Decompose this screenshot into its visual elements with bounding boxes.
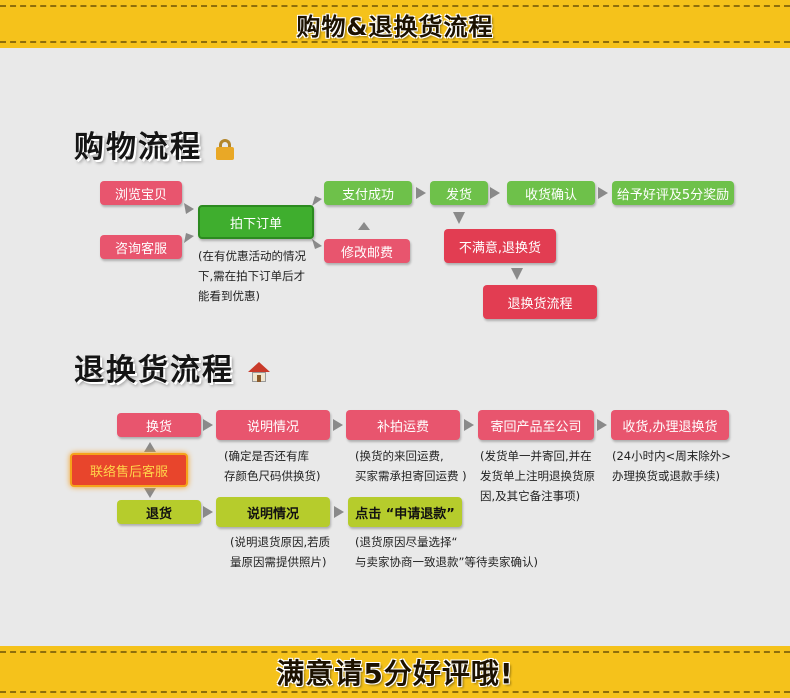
house-icon [248, 362, 271, 382]
place-order-note-line: 下,需在拍下订单后才 [198, 269, 306, 283]
explain-exchange-note: (确定是否还有库 存颜色尺码供换货) [224, 446, 321, 486]
place-order-note-line: (在有优惠活动的情况 [198, 249, 306, 263]
arrow-ship-to-confirm [490, 187, 500, 199]
explain-exchange-note-line: (确定是否还有库 [224, 449, 309, 463]
place-order-note-line: 能看到优惠) [198, 289, 260, 303]
arrow-explain-to-pay-shipping [333, 419, 343, 431]
bottom-banner: 满意请5分好评哦! [0, 646, 790, 698]
receive-process-note: (24小时内<周末除外> 办理换货或退款手续) [612, 446, 731, 486]
consult-service-box: 咨询客服 [100, 235, 182, 259]
arrow-refund-to-explain [203, 506, 213, 518]
send-back-note-line: 因,及其它备注事项) [480, 489, 581, 503]
browse-products-box: 浏览宝贝 [100, 181, 182, 205]
lock-icon [216, 139, 235, 160]
unsatisfied-return-box: 不满意,退换货 [444, 229, 556, 263]
arrow-contact-to-exchange [144, 442, 156, 452]
arrow-browse-to-order [184, 203, 194, 214]
send-back-note-line: 发货单上注明退换货原 [480, 469, 595, 483]
ship-box: 发货 [430, 181, 488, 205]
explain-refund-box: 说明情况 [216, 497, 330, 527]
arrow-contact-to-refund [144, 488, 156, 498]
payment-success-box: 支付成功 [324, 181, 412, 205]
contact-after-sales-box: 联络售后客服 [70, 453, 188, 487]
top-banner: 购物&退换货流程 [0, 0, 790, 48]
arrow-consult-to-order [184, 233, 194, 243]
apply-refund-box: 点击 “申请退款” [348, 497, 462, 527]
receive-process-box: 收货,办理退换货 [611, 410, 729, 440]
explain-refund-note-line: 量原因需提供照片) [230, 555, 327, 569]
explain-refund-note: (说明退货原因,若质 量原因需提供照片) [230, 532, 330, 572]
arrow-confirm-to-review [598, 187, 608, 199]
give-review-box: 给予好评及5分奖励 [612, 181, 734, 205]
apply-refund-note: (退货原因尽量选择“ 与卖家协商一致退款”等待卖家确认) [355, 532, 538, 572]
arrow-modify-to-pay [358, 222, 370, 230]
arrow-ship-to-unsatisfied [453, 212, 465, 224]
shopping-arrows [184, 187, 608, 280]
explain-exchange-box: 说明情况 [216, 410, 330, 440]
exchange-box: 换货 [117, 413, 201, 437]
arrow-exchange-to-explain [203, 419, 213, 431]
arrow-unsatisfied-to-process [511, 268, 523, 280]
receive-process-note-line: 办理换货或退款手续) [612, 469, 720, 483]
arrow-pay-shipping-to-send [464, 419, 474, 431]
pay-shipping-note-line: (换货的来回运费, [355, 449, 444, 463]
apply-refund-note-line: (退货原因尽量选择“ [355, 535, 458, 549]
send-back-box: 寄回产品至公司 [478, 410, 594, 440]
receive-process-note-line: (24小时内<周末除外> [612, 449, 731, 463]
shopping-section-title: 购物流程 [74, 122, 235, 166]
return-process-box: 退换货流程 [483, 285, 597, 319]
place-order-box: 拍下订单 [198, 205, 314, 239]
returns-title-text: 退换货流程 [74, 353, 234, 388]
pay-shipping-note: (换货的来回运费, 买家需承担寄回运费 ) [355, 446, 467, 486]
arrow-order-to-modify [312, 239, 322, 249]
place-order-note: (在有优惠活动的情况 下,需在拍下订单后才 能看到优惠) [198, 246, 306, 306]
shopping-title-text: 购物流程 [74, 130, 202, 165]
send-back-note-line: (发货单一并寄回,并在 [480, 449, 592, 463]
arrow-pay-to-ship [416, 187, 426, 199]
return-arrows [144, 419, 607, 518]
arrow-order-to-pay [312, 196, 322, 206]
returns-section-title: 退换货流程 [74, 345, 271, 389]
confirm-receipt-box: 收货确认 [507, 181, 595, 205]
explain-exchange-note-line: 存颜色尺码供换货) [224, 469, 321, 483]
pay-shipping-note-line: 买家需承担寄回运费 ) [355, 469, 467, 483]
explain-refund-note-line: (说明退货原因,若质 [230, 535, 331, 549]
arrow-send-to-receive [597, 419, 607, 431]
apply-refund-note-line: 与卖家协商一致退款”等待卖家确认) [355, 555, 538, 569]
refund-box: 退货 [117, 500, 201, 524]
send-back-note: (发货单一并寄回,并在 发货单上注明退换货原 因,及其它备注事项) [480, 446, 595, 506]
arrow-explain-to-apply [334, 506, 344, 518]
modify-postage-box: 修改邮费 [324, 239, 410, 263]
pay-shipping-box: 补拍运费 [346, 410, 460, 440]
bottom-banner-text: 满意请5分好评哦! [276, 657, 514, 690]
top-banner-title: 购物&退换货流程 [296, 12, 494, 41]
